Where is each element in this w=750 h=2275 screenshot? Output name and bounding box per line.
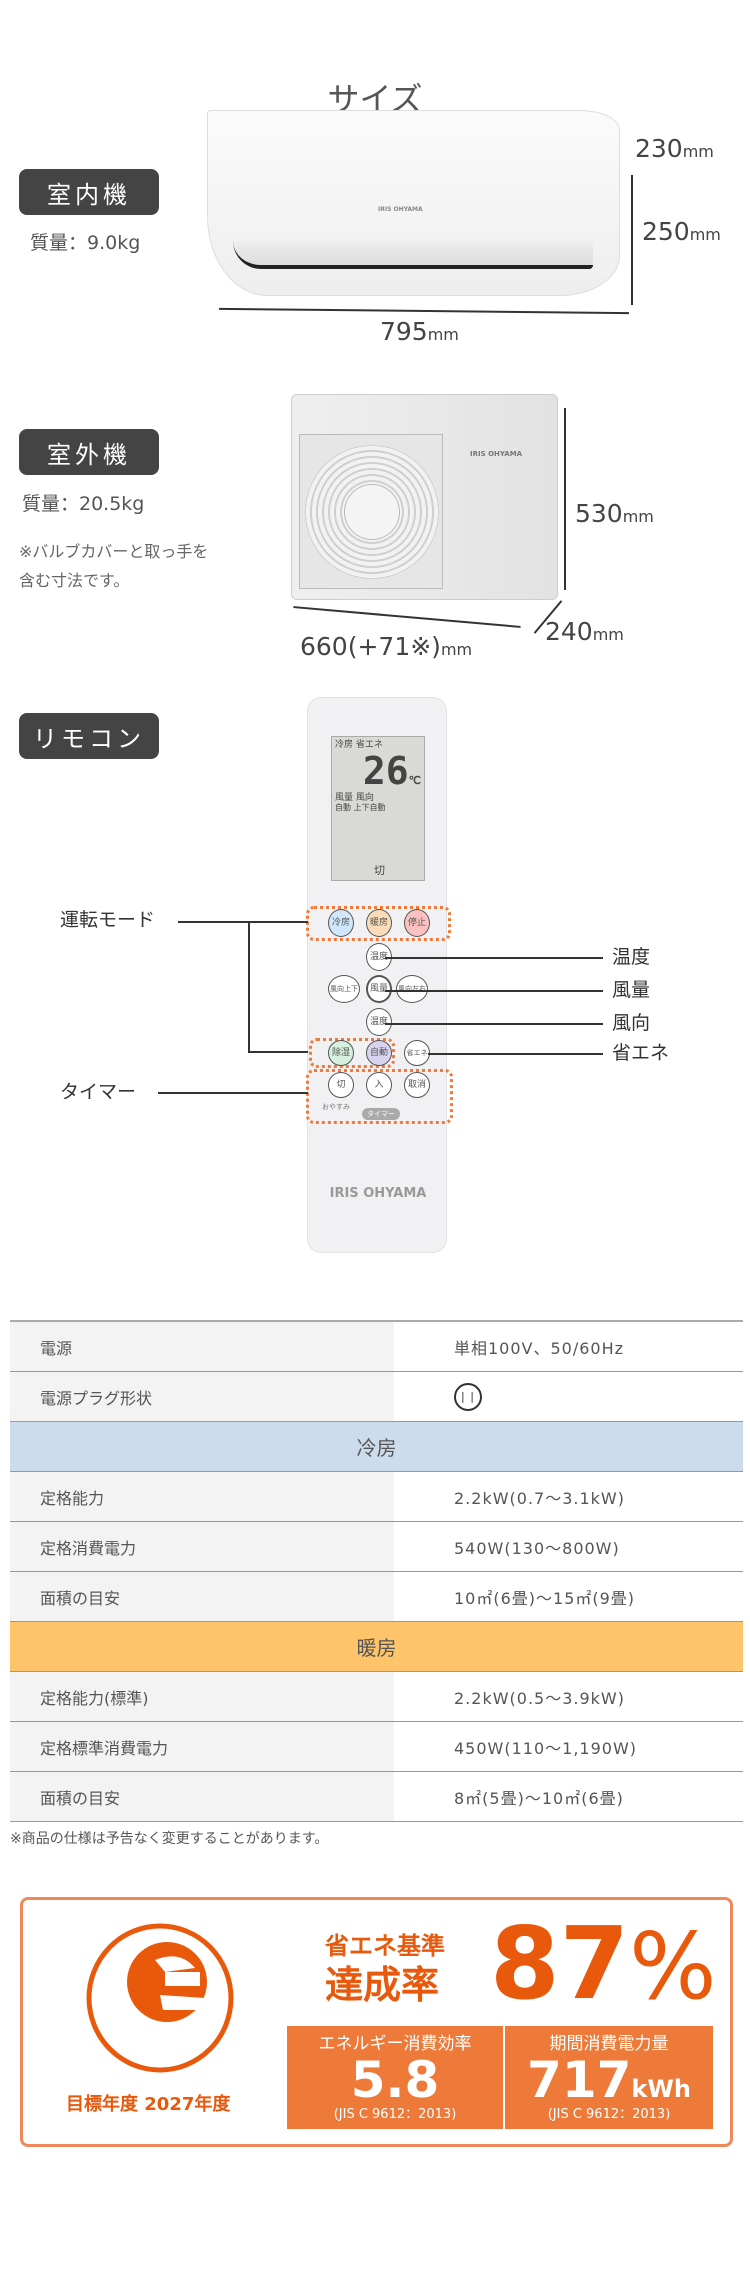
outdoor-note: ※バルブカバーと取っ手を含む寸法です。: [19, 542, 209, 590]
timer-cancel-button: 取消: [404, 1072, 430, 1098]
cool-header: 冷房: [10, 1422, 743, 1472]
remote-badge: リモコン: [19, 713, 159, 759]
outdoor-unit-image: IRIS OHYAMA: [291, 394, 558, 600]
indoor-unit-image: IRIS OHYAMA: [207, 110, 620, 296]
timer-on-button: 入: [366, 1072, 392, 1098]
indoor-depth: 230mm: [635, 134, 714, 163]
dir-ud-button: 風向上下: [328, 975, 360, 1003]
indoor-weight: 質量：9.0kg: [30, 232, 141, 254]
indoor-vent: [233, 241, 593, 269]
sleep-label: おやすみ: [322, 1103, 350, 1111]
label-fan: 風量: [612, 979, 651, 1001]
label-temp: 温度: [612, 946, 651, 968]
dim-line: [293, 606, 521, 628]
outdoor-height: 530mm: [575, 499, 654, 528]
achievement-rate: 87%: [490, 1905, 717, 2022]
dim-line: [631, 175, 633, 305]
heat-header: 暖房: [10, 1622, 743, 1672]
plug-icon: | |: [454, 1382, 482, 1411]
dry-button: 除湿: [328, 1040, 354, 1066]
heat-button: 暖房: [366, 909, 392, 937]
label-dir: 風向: [612, 1012, 651, 1034]
timer-off-button: 切: [328, 1072, 354, 1098]
std-label2: 達成率: [325, 1963, 440, 2007]
dir-lr-button: 風向左右: [396, 975, 428, 1003]
stop-button: 停止: [404, 909, 430, 937]
table-row: 電源単相100V、50/60Hz: [10, 1322, 743, 1372]
remote-image: 冷房 省エネ 26℃ 風量 風向 自動 上下自動 切 冷房 暖房 停止 温度 風…: [306, 697, 453, 1253]
fan-button: 風量: [366, 975, 392, 1003]
indoor-width: 795mm: [380, 317, 459, 346]
auto-button: 自動: [366, 1040, 392, 1066]
label-timer: タイマー: [60, 1081, 137, 1103]
table-row: 定格能力(標準)2.2kW(0.5〜3.9kW): [10, 1672, 743, 1722]
e-mark-icon: [86, 1923, 234, 2073]
temp-down-button: 温度: [366, 1008, 392, 1036]
outdoor-badge: 室外機: [19, 429, 159, 475]
dim-line: [564, 408, 566, 590]
label-eco: 省エネ: [612, 1042, 670, 1064]
outdoor-depth: 240mm: [545, 617, 624, 646]
efficiency-box: エネルギー消費効率 5.8 (JIS C 9612：2013): [287, 2026, 503, 2129]
outdoor-width: 660(+71※)mm: [300, 632, 473, 661]
dim-line: [219, 307, 629, 315]
label-mode: 運転モード: [60, 909, 156, 931]
outdoor-weight: 質量：20.5kg: [22, 493, 145, 515]
eco-button: 省エネ: [404, 1040, 430, 1066]
fan-grille: [299, 434, 443, 589]
table-row: 電源プラグ形状| |: [10, 1372, 743, 1422]
cool-button: 冷房: [328, 909, 354, 937]
indoor-height: 250mm: [642, 217, 721, 246]
energy-label: 目標年度 2027年度 省エネ基準 達成率 87% エネルギー消費効率 5.8 …: [20, 1897, 733, 2147]
indoor-brand: IRIS OHYAMA: [378, 206, 423, 213]
indoor-badge: 室内機: [19, 169, 159, 215]
outdoor-brand: IRIS OHYAMA: [470, 450, 523, 458]
timer-label: タイマー: [362, 1108, 400, 1120]
remote-brand: IRIS OHYAMA: [329, 1186, 427, 1201]
spec-footnote: ※商品の仕様は予告なく変更することがあります。: [10, 1831, 329, 1847]
remote-screen: 冷房 省エネ 26℃ 風量 風向 自動 上下自動 切: [331, 736, 425, 881]
annual-kwh-box: 期間消費電力量 717kWh (JIS C 9612：2013): [505, 2026, 713, 2129]
std-label1: 省エネ基準: [325, 1932, 445, 1960]
target-year: 目標年度 2027年度: [66, 2094, 231, 2115]
